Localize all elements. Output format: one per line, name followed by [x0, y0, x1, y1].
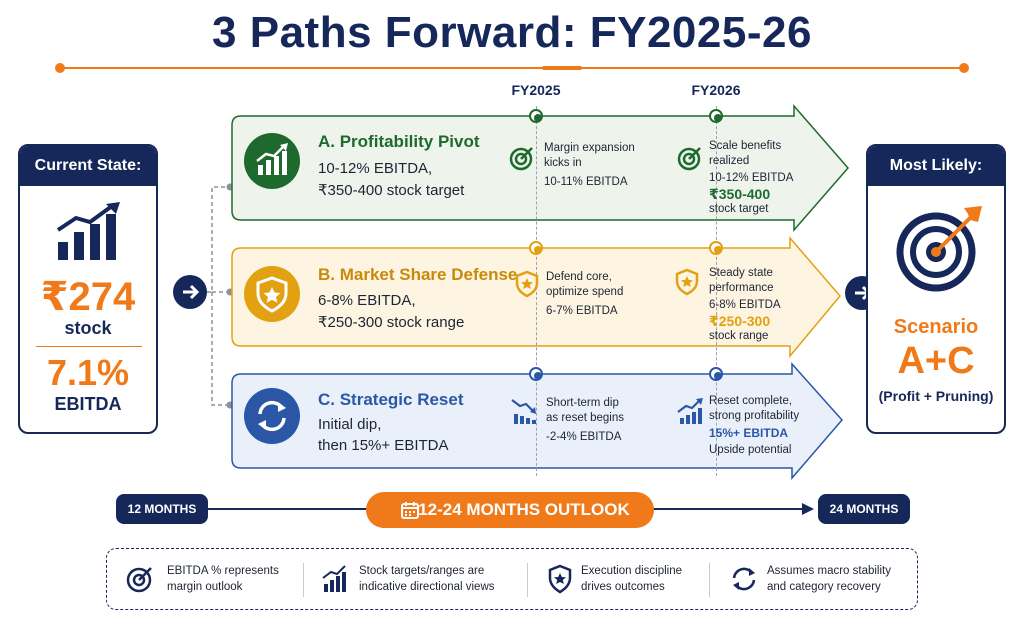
fy2025-timeline-line: [536, 106, 537, 476]
title-divider: [55, 63, 969, 73]
current-ebitda: 7.1%: [46, 352, 130, 393]
fy2026-timeline-line: [716, 106, 717, 476]
growth-chart-icon: [256, 143, 288, 175]
timeline-arrowhead: [802, 503, 814, 515]
scenario-label: Scenario: [893, 316, 979, 338]
scenario-detail: (Profit + Pruning): [878, 388, 994, 404]
timeline-outlook-pill: 12-24 MONTHS OUTLOOK: [366, 492, 654, 528]
footer-notes: EBITDA % represents margin outlook Stock…: [106, 548, 918, 610]
path-a-arrow: [231, 103, 849, 233]
path-c-line1: Initial dip,: [318, 416, 382, 433]
refresh-icon: [732, 567, 756, 591]
path-c-icon-circle: [244, 388, 300, 444]
target-icon: [509, 147, 533, 171]
branch-connectors: [207, 183, 234, 409]
bar-chart-icon: [322, 565, 346, 592]
footer-note-1: EBITDA % represents margin outlook: [167, 565, 279, 593]
footer-note-3: Execution discipline drives outcomes: [581, 565, 683, 593]
current-ebitda-label: EBITDA: [54, 394, 122, 414]
path-b-fy2025-note: Defend core, optimize spend 6-7% EBITDA: [546, 271, 624, 317]
chart-up-icon: [677, 398, 703, 424]
path-a-title: A. Profitability Pivot: [318, 132, 480, 151]
timeline-outlook-label: 12-24 MONTHS OUTLOOK: [418, 500, 630, 519]
timeline-end-pill: 24 MONTHS: [818, 494, 910, 524]
refresh-icon: [258, 400, 286, 432]
path-c-arrow: [231, 362, 843, 480]
path-b-line1: 6-8% EBITDA,: [318, 292, 416, 309]
bar-chart-up-icon: [56, 202, 120, 260]
current-state-heading: Current State:: [20, 146, 156, 186]
path-a-line1: 10-12% EBITDA,: [318, 160, 433, 177]
path-a-icon-circle: [244, 133, 300, 189]
page-title: 3 Paths Forward: FY2025-26: [212, 8, 812, 57]
shield-star-icon: [548, 564, 572, 594]
shield-star-icon: [515, 270, 539, 298]
path-b-icon-circle: [244, 266, 300, 322]
year-label-fy2025: FY2025: [511, 82, 561, 98]
most-likely-heading: Most Likely:: [868, 146, 1004, 186]
timeline-start-pill: 12 MONTHS: [116, 494, 208, 524]
path-a-line2: ₹350-400 stock target: [318, 182, 465, 199]
node-c-fy2025: [529, 367, 543, 381]
most-likely-card: Most Likely: Scenario A+C (Profit + Prun…: [866, 144, 1006, 434]
footer-divider: [303, 563, 304, 597]
shield-star-icon: [675, 268, 699, 296]
node-b-fy2025: [529, 241, 543, 255]
shield-star-icon: [256, 276, 288, 313]
year-label-fy2026: FY2026: [691, 82, 741, 98]
footer-note-2: Stock targets/ranges are indicative dire…: [359, 565, 495, 593]
current-price: ₹274: [40, 275, 136, 319]
node-a-fy2026: [709, 109, 723, 123]
path-b-fy2026-note: Steady state performance 6-8% EBITDA ₹25…: [709, 267, 781, 342]
node-b-fy2026: [709, 241, 723, 255]
scenario-combo: A+C: [897, 340, 975, 382]
path-a-fy2025-note: Margin expansion kicks in 10-11% EBITDA: [544, 142, 635, 188]
node-a-fy2025: [529, 109, 543, 123]
chart-down-icon: [511, 399, 536, 424]
node-c-fy2026: [709, 367, 723, 381]
target-icon: [126, 567, 152, 593]
footer-divider: [709, 563, 710, 597]
footer-divider: [527, 563, 528, 597]
path-b-line2: ₹250-300 stock range: [318, 314, 465, 331]
calendar-icon: [401, 502, 419, 519]
path-c-fy2026-note: Reset complete, strong profitability 15%…: [709, 395, 800, 456]
current-price-label: stock: [64, 318, 112, 338]
path-c-line2: then 15%+ EBITDA: [318, 437, 449, 454]
current-state-divider: [36, 346, 142, 347]
target-icon: [677, 147, 701, 171]
path-c-fy2025-note: Short-term dip as reset begins -2-4% EBI…: [546, 397, 624, 443]
current-state-card: Current State: ₹274 stock 7.1% EBITDA: [18, 144, 158, 434]
path-a-fy2026-note: Scale benefits realized 10-12% EBITDA ₹3…: [709, 140, 794, 215]
arrow-right-icon: [183, 284, 200, 300]
path-c-title: C. Strategic Reset: [318, 390, 464, 409]
bullseye-icon: [896, 206, 982, 292]
arrow-right-button-left[interactable]: [173, 275, 207, 309]
path-b-title: B. Market Share Defense: [318, 265, 518, 284]
footer-note-4: Assumes macro stability and category rec…: [767, 565, 891, 593]
